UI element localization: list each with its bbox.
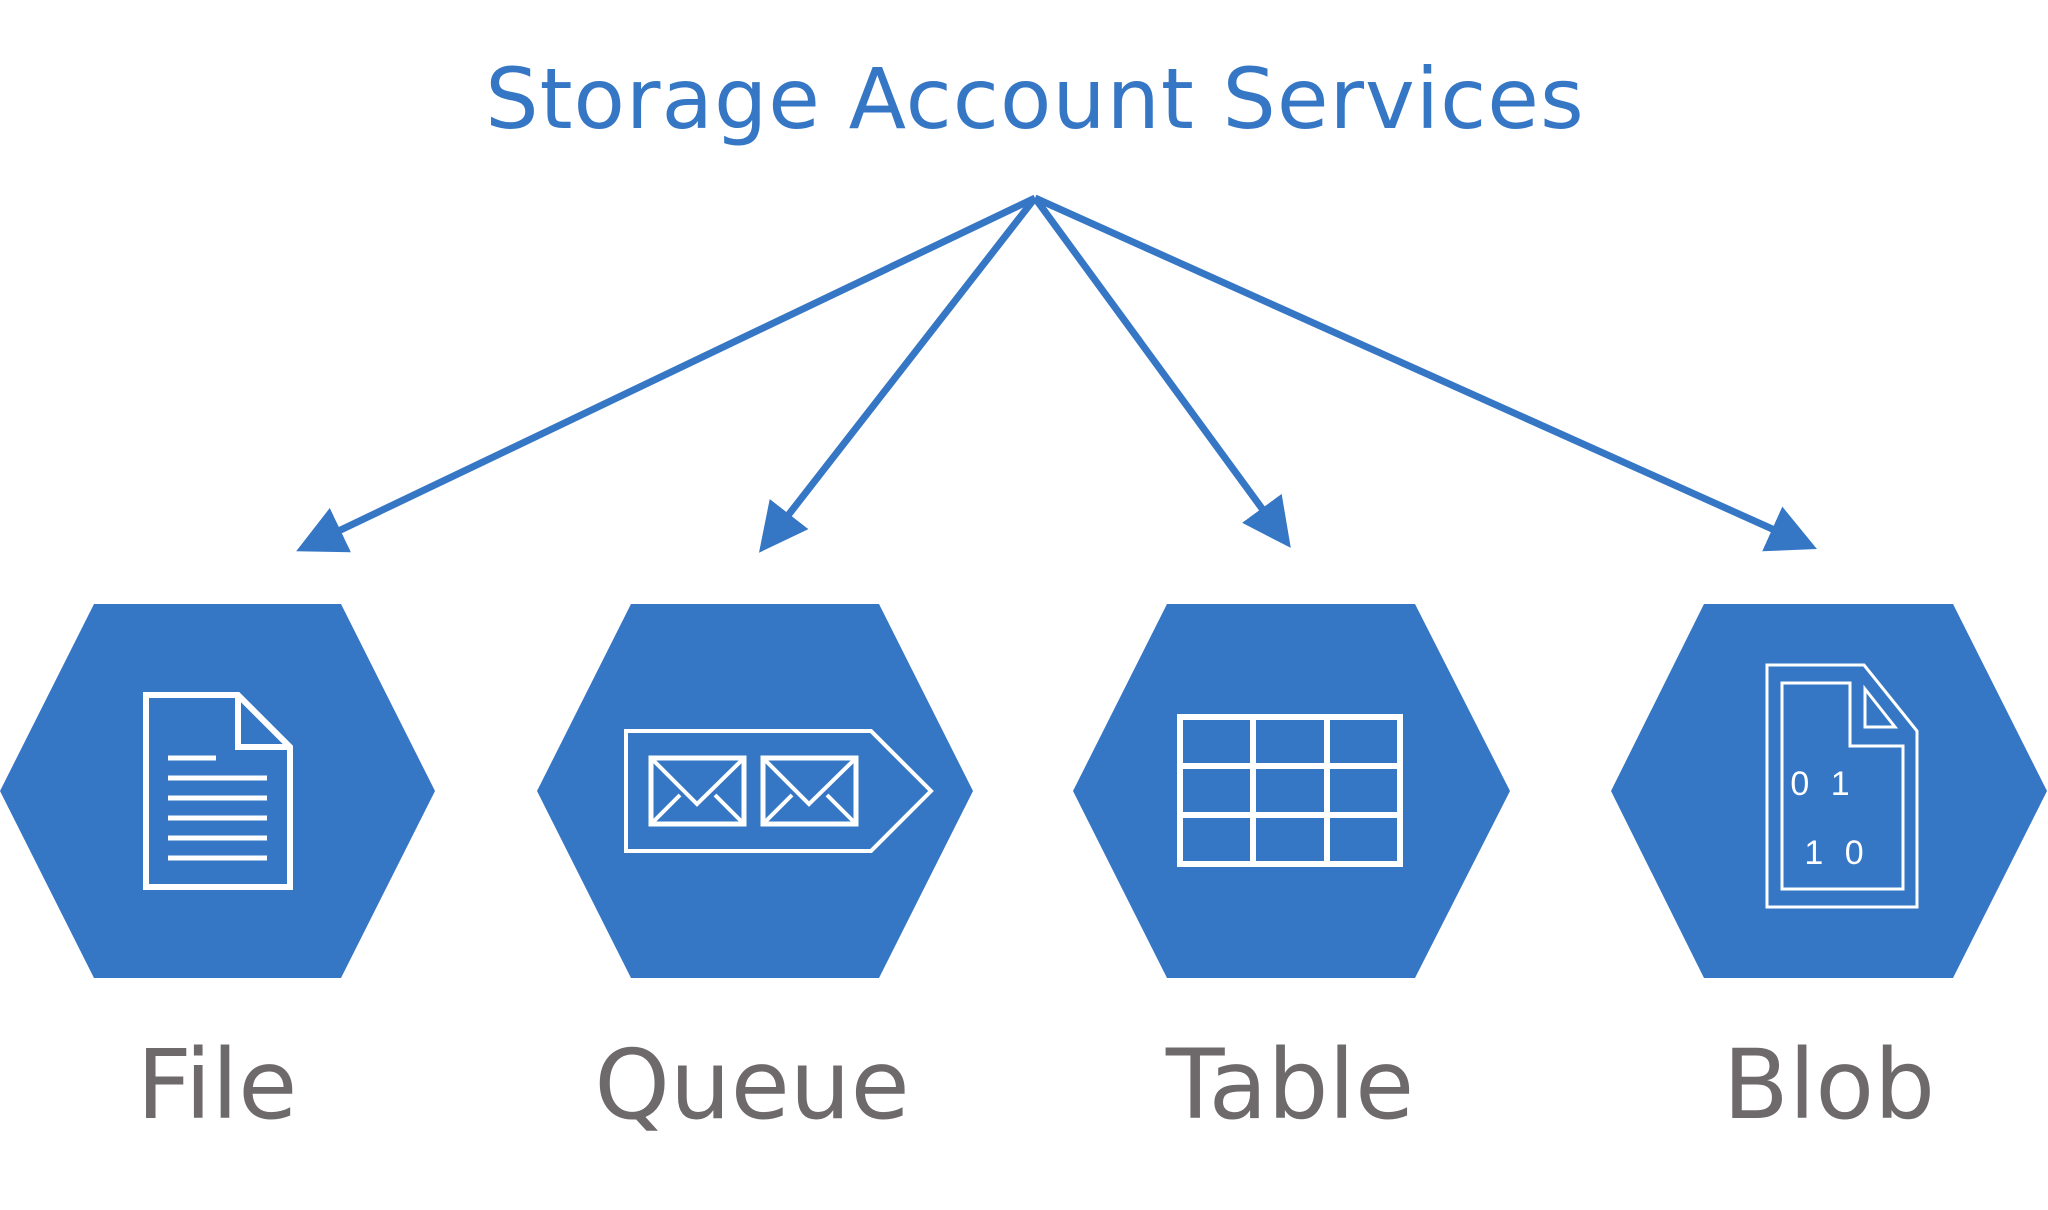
document-icon: [143, 692, 293, 890]
service-label-blob: Blob: [1723, 1029, 1935, 1141]
file-hexagon: [0, 604, 435, 978]
connector-arrows: [296, 194, 1817, 553]
service-blob: 0 1 1 0 Blob: [1611, 604, 2047, 1141]
arrow-to-file: [296, 194, 1037, 553]
table-hexagon: [1073, 604, 1510, 978]
service-file: File: [0, 604, 435, 1141]
blob-hexagon: [1611, 604, 2047, 978]
table-grid-icon: [1177, 714, 1403, 867]
service-label-table: Table: [1165, 1029, 1414, 1141]
message-queue-icon: [624, 729, 934, 853]
service-table: Table: [1073, 604, 1510, 1141]
diagram-title: Storage Account Services: [485, 50, 1584, 148]
arrow-to-blob: [1033, 194, 1817, 552]
service-label-queue: Queue: [594, 1029, 909, 1141]
service-queue: Queue: [537, 604, 973, 1141]
blob-binary-line-1: 0 1: [1790, 765, 1855, 803]
arrow-to-queue: [758, 195, 1038, 553]
blob-binary-line-2: 1 0: [1804, 834, 1869, 872]
service-label-file: File: [137, 1029, 298, 1141]
binary-file-icon: [1765, 663, 1919, 909]
queue-hexagon: [537, 604, 973, 978]
arrow-to-table: [1032, 195, 1291, 548]
